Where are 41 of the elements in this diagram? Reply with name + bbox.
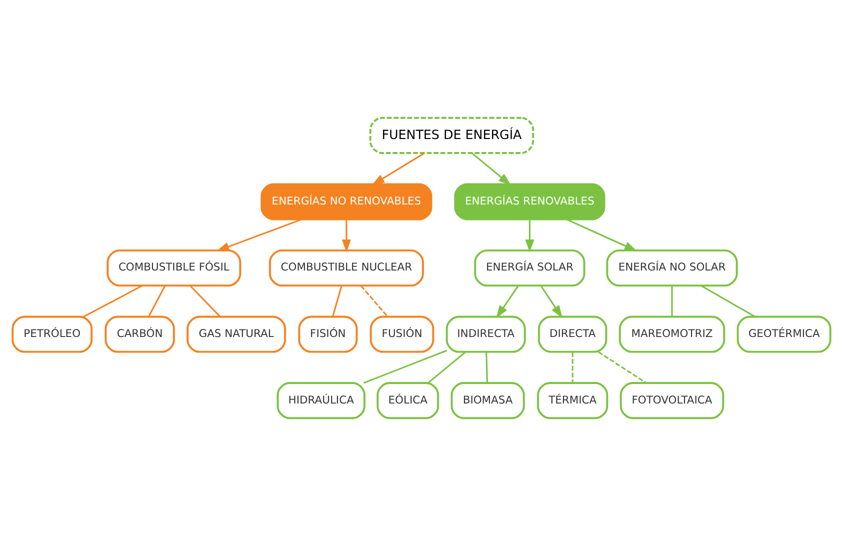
node-box: INDIRECTA xyxy=(446,315,526,352)
node-box: GAS NATURAL xyxy=(186,315,286,352)
node-box: ENERGÍAS NO RENOVABLES xyxy=(260,182,432,220)
arrow xyxy=(216,218,302,251)
connector xyxy=(700,284,756,317)
node-box: CARBÓN xyxy=(104,315,175,352)
node-box: FUENTES DE ENERGÍA xyxy=(369,116,534,154)
node-box: ENERGÍA SOLAR xyxy=(474,248,586,286)
arrow xyxy=(496,284,519,318)
node-box: FOTOVOLTAICA xyxy=(620,382,724,419)
connector xyxy=(598,350,647,384)
connector xyxy=(428,351,466,383)
node-box: PETRÓLEO xyxy=(12,315,93,352)
connector xyxy=(572,352,574,382)
node-box: ENERGÍA NO SOLAR xyxy=(606,248,738,286)
node-box: ENERGÍAS RENOVABLES xyxy=(454,182,606,220)
connector xyxy=(363,349,448,384)
node-box: DIRECTA xyxy=(538,315,608,352)
node-box: EÓLICA xyxy=(376,382,440,419)
node-box: COMBUSTIBLE NUCLEAR xyxy=(268,248,424,286)
connector xyxy=(332,285,342,316)
node-box: HIDRAÚLICA xyxy=(276,382,366,419)
node-box: FUSIÓN xyxy=(370,315,434,352)
node-box: COMBUSTIBLE FÓSIL xyxy=(106,248,242,286)
arrow xyxy=(342,219,351,252)
node-box: BIOMASA xyxy=(450,382,525,419)
node-box: FISIÓN xyxy=(298,315,358,352)
connector xyxy=(148,285,166,316)
arrow xyxy=(472,152,512,185)
node-box: GEOTÉRMICA xyxy=(736,315,832,352)
arrow xyxy=(566,218,638,251)
connector xyxy=(360,284,388,316)
arrow xyxy=(525,219,534,252)
arrow xyxy=(372,152,425,185)
arrow xyxy=(540,284,563,318)
connector xyxy=(83,284,143,317)
node-box: TÉRMICA xyxy=(537,382,608,419)
node-box: MAREOMOTRIZ xyxy=(618,315,726,352)
connector xyxy=(190,284,220,316)
connector xyxy=(486,352,488,382)
connector xyxy=(671,285,673,316)
